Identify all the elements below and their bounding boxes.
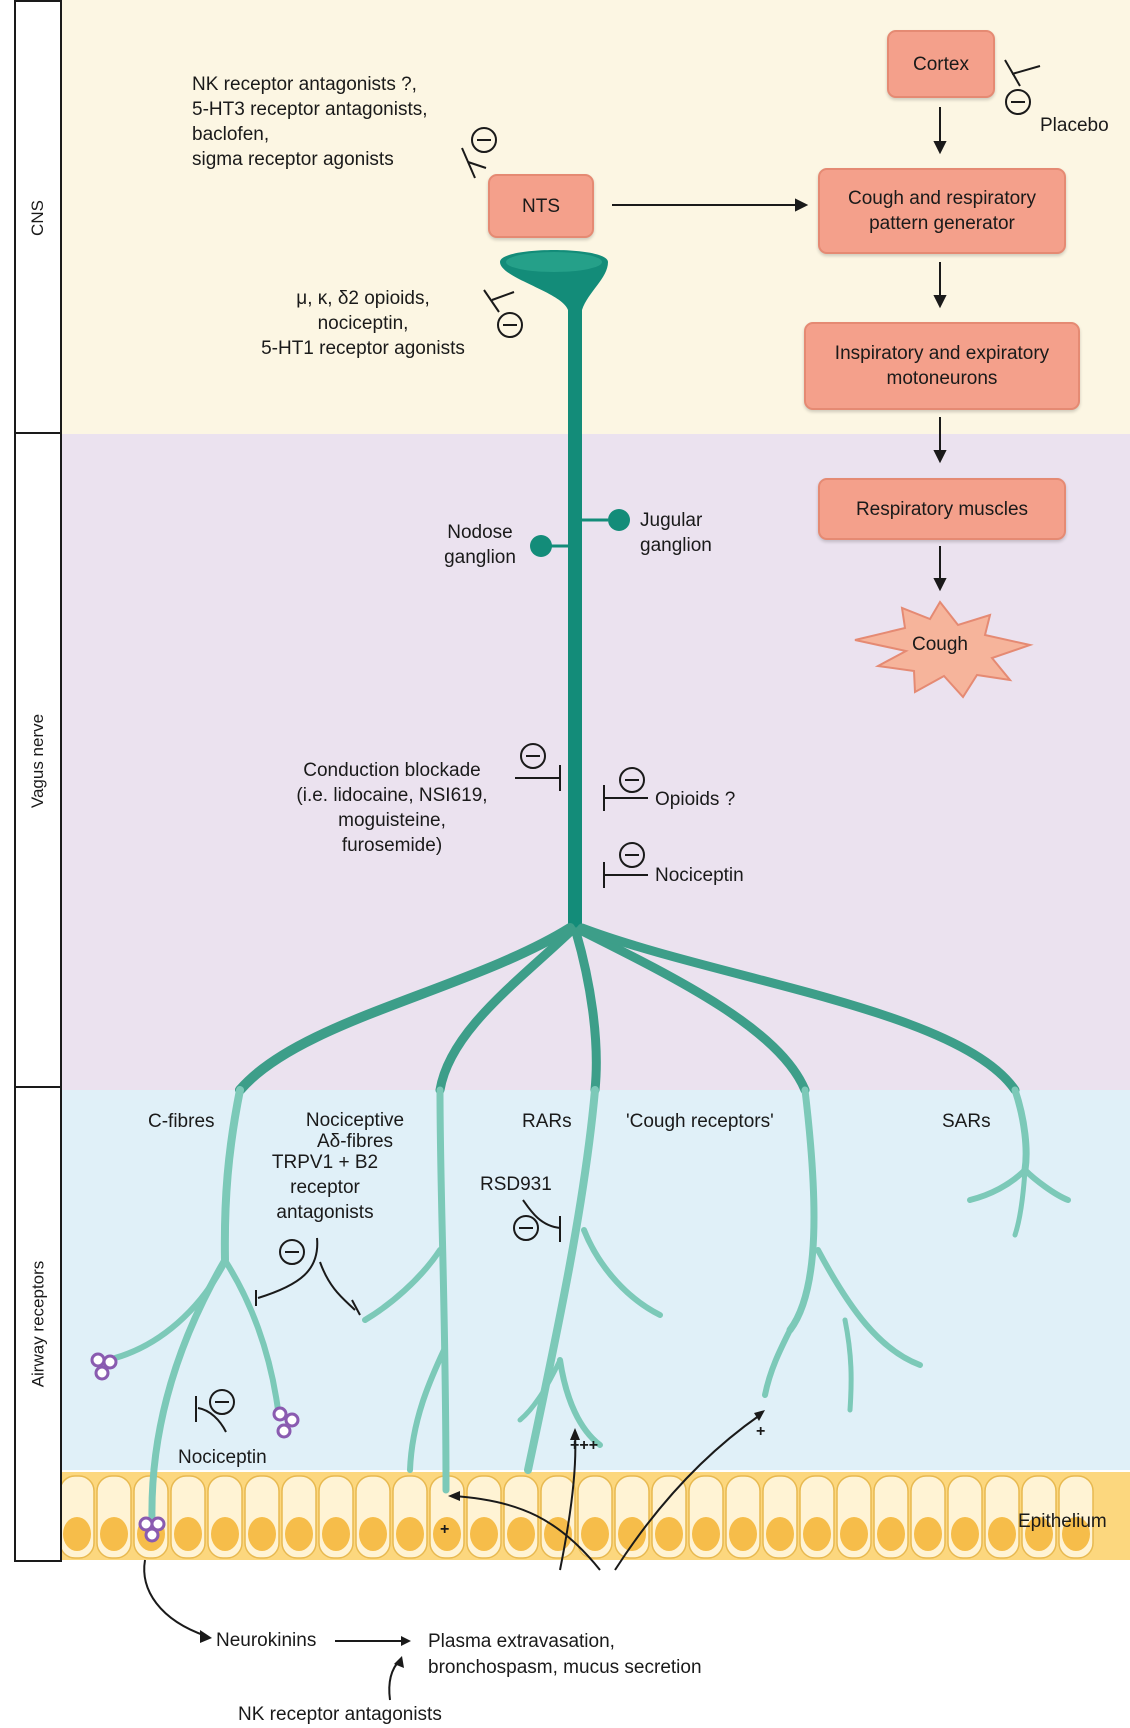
cough-label: Cough [912, 634, 968, 655]
epithelium-cell-nucleus [803, 1517, 831, 1551]
opioid-inhibitor-list: μ, κ, δ2 opioids, nociceptin, 5-HT1 rece… [261, 288, 465, 359]
rsd931-label: RSD931 [480, 1174, 552, 1195]
adelta-fibre-branch [435, 925, 577, 1095]
section-label-airway: Airway receptors [14, 1086, 62, 1562]
epithelium-cell-nucleus [766, 1517, 794, 1551]
rar-branch [571, 927, 601, 1095]
epithelium-cell-nucleus [729, 1517, 757, 1551]
epithelium-cell-nucleus [988, 1517, 1016, 1551]
receptor-clusters [90, 1352, 300, 1543]
sar-branch [577, 923, 1020, 1095]
epithelium-cell-nucleus [655, 1517, 683, 1551]
epithelium-cell-nucleus [100, 1517, 128, 1551]
nts-inhibitor-list: NK receptor antagonists ?, 5-HT3 recepto… [192, 74, 428, 170]
causal-arrows [143, 1414, 761, 1701]
nts-box: NTS [488, 174, 594, 238]
epithelium-cell-nucleus [396, 1517, 424, 1551]
epithelium-label: Epithelium [1018, 1511, 1107, 1532]
epithelium-cell-nucleus [1025, 1517, 1053, 1551]
jugular-ganglion-dot [608, 509, 630, 531]
nodose-ganglion-dot [530, 535, 552, 557]
fibre-terminals [112, 1086, 1071, 1524]
plasma-extravasation-label: Plasma extravasation,bronchospasm, mucus… [428, 1631, 702, 1678]
epithelium-cell-nucleus [285, 1517, 313, 1551]
c-fibre-branch [235, 923, 575, 1095]
inhibition-markers [195, 59, 1041, 1433]
epithelium-cell-nucleus [1062, 1517, 1090, 1551]
trpv1-antagonists-label: TRPV1 + B2 receptor antagonists [271, 1152, 379, 1223]
opioids-question-label: Opioids ? [655, 789, 736, 810]
epithelium-cell-nucleus [692, 1517, 720, 1551]
plus-epithelium-label: + [440, 1521, 450, 1538]
cough-starburst [854, 600, 1034, 699]
c-fibres-label: C-fibres [148, 1111, 215, 1132]
epithelium-cell-nucleus [63, 1517, 91, 1551]
epithelium-cell-nucleus [359, 1517, 387, 1551]
rars-label: RARs [522, 1111, 572, 1132]
fibre-branches [235, 923, 1020, 1095]
sars-label: SARs [942, 1111, 991, 1132]
cough-receptors-label: 'Cough receptors' [626, 1111, 774, 1132]
epithelium-cell-nucleus [433, 1517, 461, 1551]
cough-receptor-branch [575, 925, 810, 1095]
epithelium-cell-nucleus [507, 1517, 535, 1551]
epithelium-cell-nucleus [618, 1517, 646, 1551]
section-label-cns: CNS [14, 0, 62, 436]
plus-triple-label: +++ [570, 1437, 599, 1454]
epithelium-cell-nucleus [914, 1517, 942, 1551]
nociceptin-airway-label: Nociceptin [178, 1447, 267, 1468]
epithelium-cell-nucleus [581, 1517, 609, 1551]
cortex-box: Cortex [887, 30, 995, 98]
conduction-blockade-label: Conduction blockade (i.e. lidocaine, NSI… [296, 760, 488, 856]
epithelium-layer [58, 1472, 1130, 1560]
respiratory-muscles-box: Respiratory muscles [818, 478, 1066, 540]
flow-arrows [612, 107, 947, 592]
plus-single-label: + [756, 1423, 766, 1440]
placebo-label: Placebo [1040, 115, 1109, 136]
causal-arrowheads [200, 1410, 765, 1668]
minus-circles [209, 89, 1031, 1415]
epithelium-cell-nucleus [174, 1517, 202, 1551]
epithelium-cell-nucleus [877, 1517, 905, 1551]
epithelium-cell-nucleus [322, 1517, 350, 1551]
epithelium-cell-nucleus [840, 1517, 868, 1551]
epithelium-cell-nucleus [470, 1517, 498, 1551]
nociceptin-vagus-label: Nociceptin [655, 865, 744, 886]
vagus-nerve [500, 250, 608, 928]
nk-antagonists-label: NK receptor antagonists [238, 1704, 442, 1725]
epithelium-cell-nucleus [951, 1517, 979, 1551]
epithelium-cell-nucleus [248, 1517, 276, 1551]
epithelium-cell-nucleus [211, 1517, 239, 1551]
section-label-vagus: Vagus nerve [14, 432, 62, 1090]
vagus-band [58, 434, 1130, 1090]
neurokinins-label: Neurokinins [216, 1630, 317, 1651]
